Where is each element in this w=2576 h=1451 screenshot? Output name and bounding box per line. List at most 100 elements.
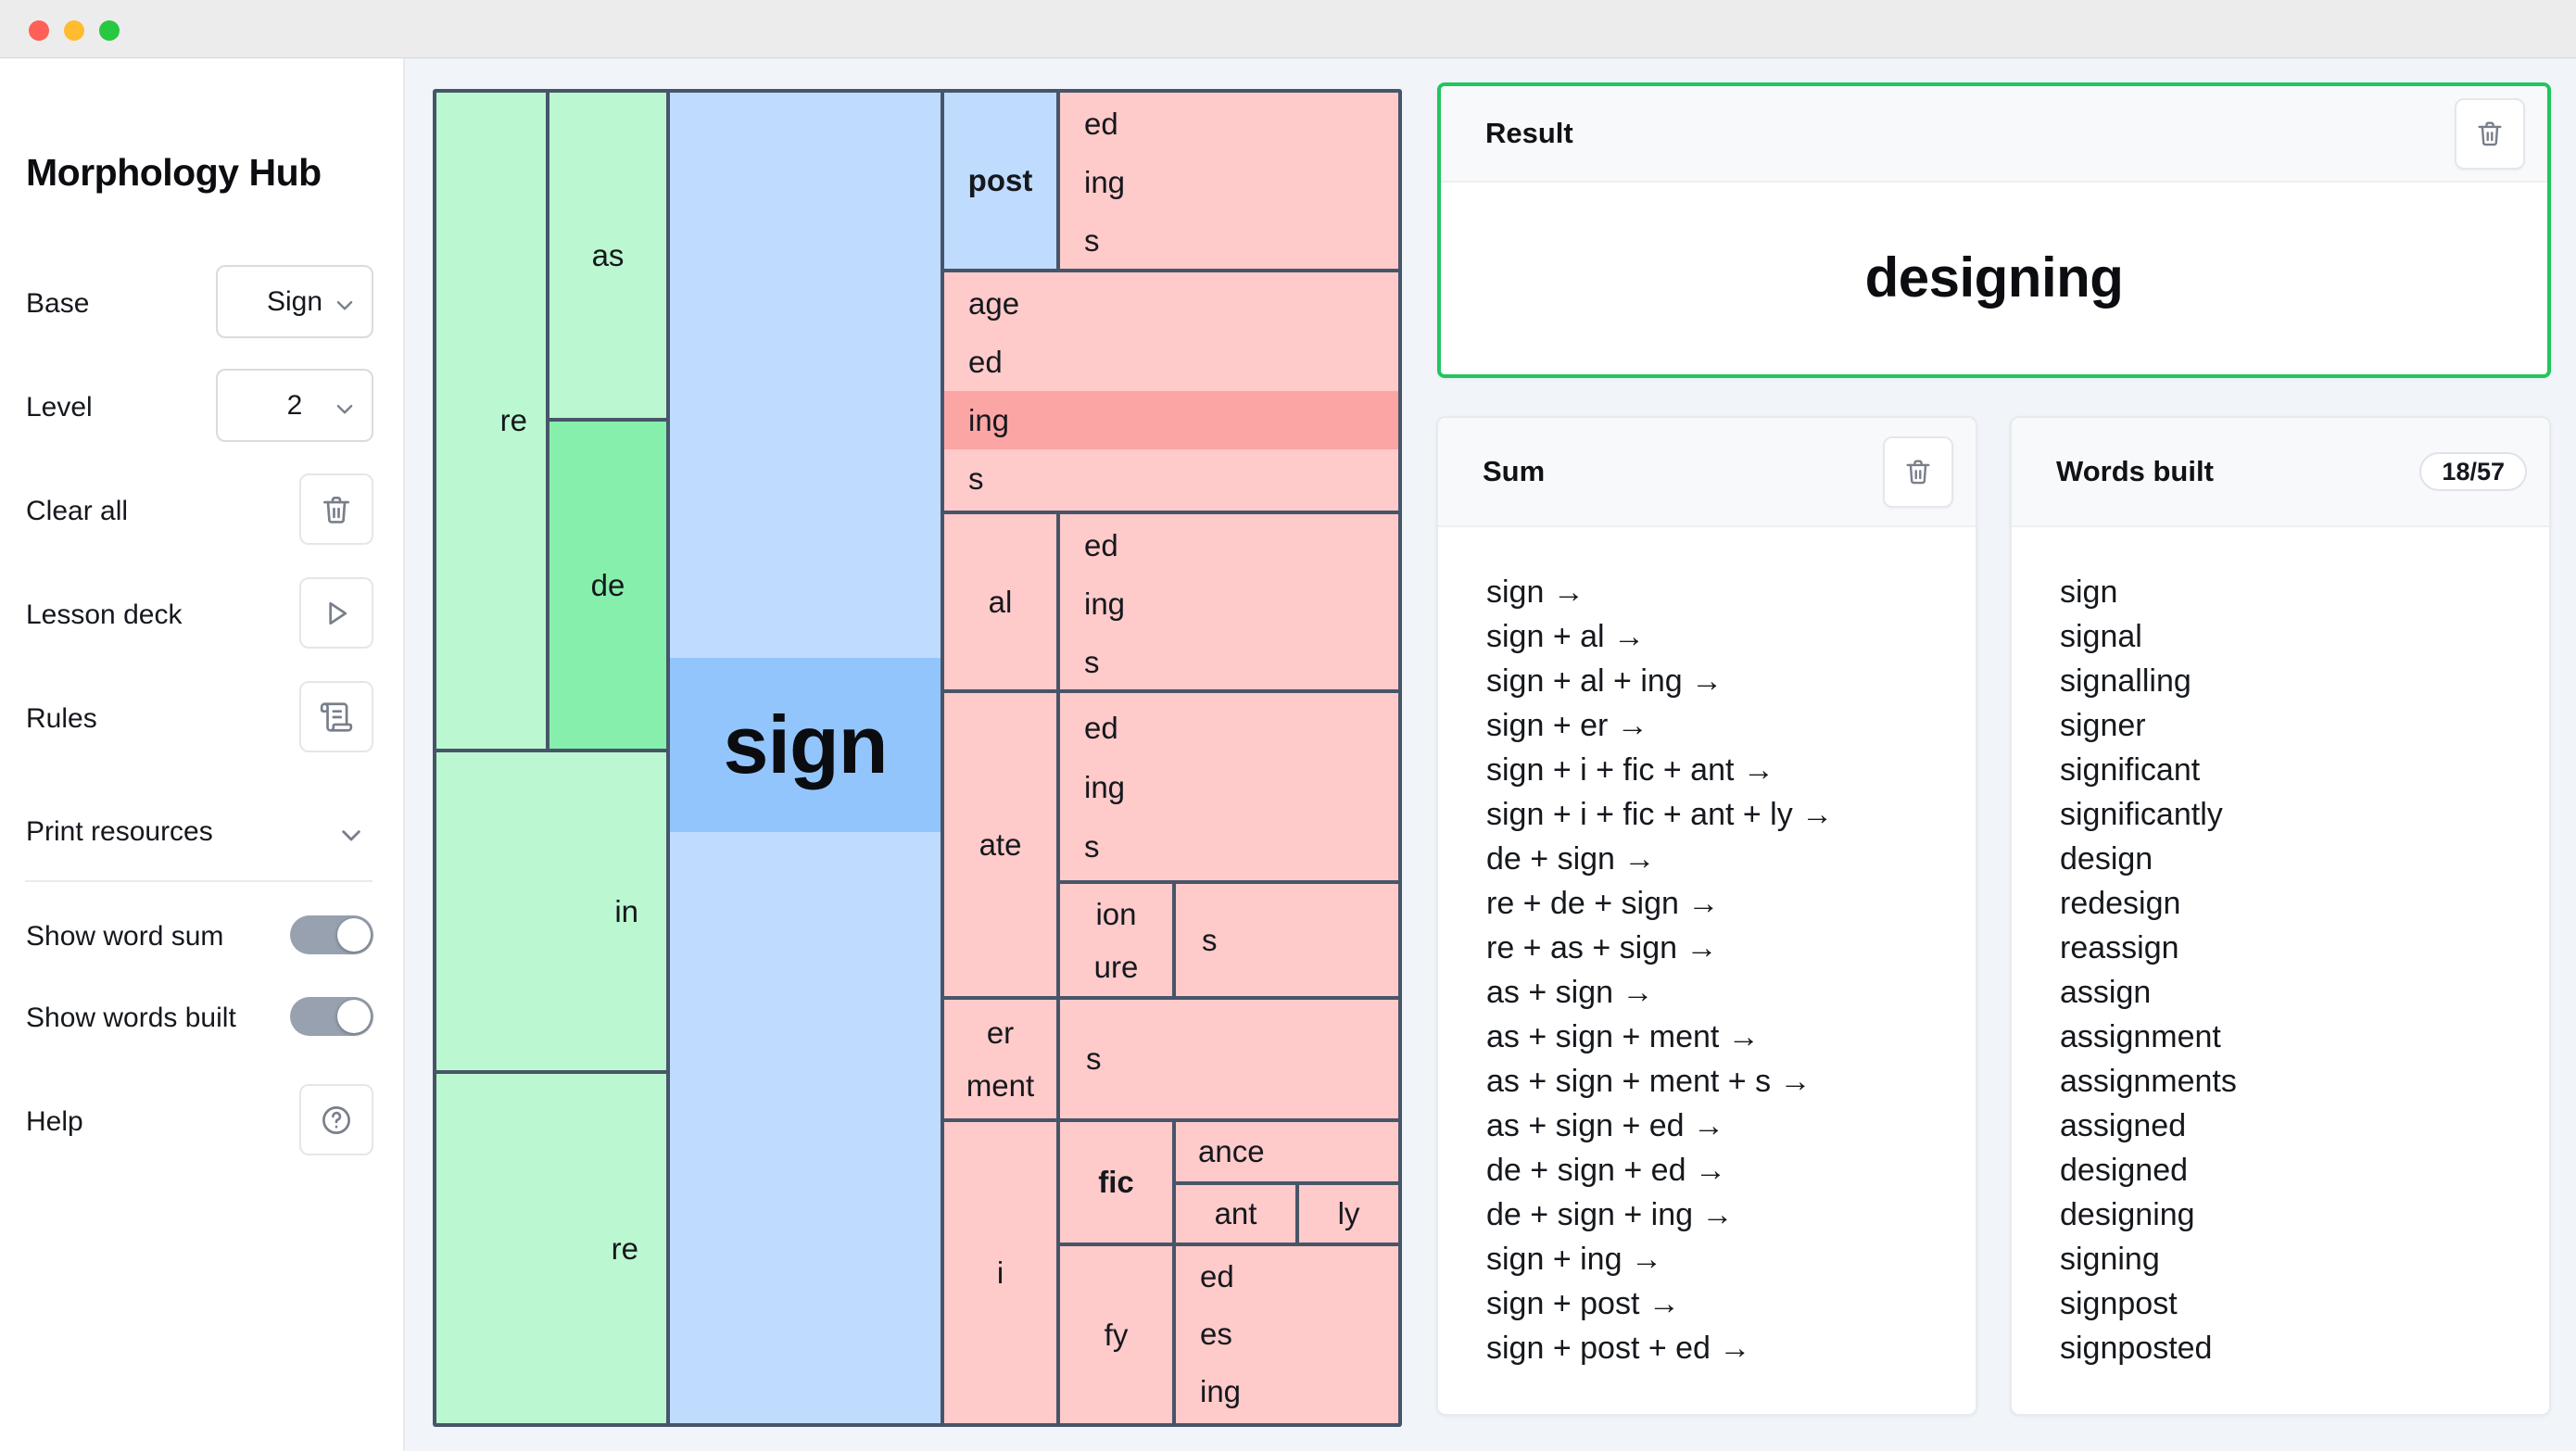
base-select[interactable]: Sign (216, 265, 373, 338)
matrix-cell-suffix-er-ment[interactable]: er ment (944, 1000, 1056, 1118)
matrix-cell-suffix-ance[interactable]: ance (1176, 1122, 1398, 1181)
suffix-option[interactable]: ed (1084, 107, 1118, 141)
suffix-option[interactable]: s (1084, 645, 1100, 679)
word-matrix: re as de in re sign post ed ing s (433, 89, 1402, 1427)
matrix-cell-base-post[interactable]: post (944, 93, 1056, 269)
morpheme-label: re (611, 1230, 638, 1266)
zoom-window-button[interactable] (99, 20, 120, 41)
suffix-option[interactable]: ing (1200, 1374, 1242, 1408)
chevron-down-icon[interactable] (333, 816, 370, 853)
chevron-down-icon (336, 300, 353, 310)
level-label: Level (26, 392, 93, 423)
matrix-cell-fy-suffixes[interactable]: ed es ing (1176, 1246, 1398, 1423)
word-built-row: signer (2060, 708, 2146, 743)
rules-button[interactable] (299, 681, 373, 752)
question-circle-icon (322, 1105, 350, 1134)
suffix-option[interactable]: ing (1084, 165, 1126, 199)
suffix-option[interactable]: s (968, 461, 984, 496)
level-select[interactable]: 2 (216, 369, 373, 442)
word-sum-row: sign + post + ed → (1486, 1331, 1751, 1366)
matrix-cell-suffix-ate[interactable]: ate (944, 693, 1056, 996)
morpheme-label: s (1086, 1041, 1102, 1076)
matrix-cell-post-suffixes[interactable]: ed ing s (1060, 93, 1398, 269)
suffix-option[interactable]: age (968, 286, 1020, 321)
close-window-button[interactable] (29, 20, 49, 41)
sum-panel: Sum sign →sign + al →sign + al + ing →si… (1436, 416, 1977, 1416)
matrix-cell-er-s[interactable]: s (1060, 1000, 1398, 1118)
word-sum-row: sign + er → (1486, 708, 1648, 743)
result-clear-button[interactable] (2455, 97, 2525, 170)
matrix-prefix-columns: re as de in re (436, 93, 666, 1423)
word-sum-row: sign + post → (1486, 1286, 1680, 1321)
matrix-cell-ion-s[interactable]: s (1176, 884, 1398, 996)
suffix-option[interactable]: s (1084, 829, 1100, 864)
matrix-base-column[interactable]: sign (670, 93, 941, 1423)
play-icon (329, 601, 347, 625)
word-built-row: signal (2060, 619, 2142, 654)
matrix-cell-suffix-al[interactable]: al (944, 514, 1056, 689)
matrix-cell-al-suffixes[interactable]: ed ing s (1060, 514, 1398, 689)
word-sum-row: de + sign → (1486, 841, 1656, 877)
show-words-built-toggle[interactable] (290, 997, 373, 1036)
matrix-cell-suffix-ion-ure[interactable]: ion ure (1060, 884, 1172, 996)
morpheme-label: ate (979, 826, 1022, 862)
suffix-option-ing-selected[interactable]: ing (944, 391, 1398, 449)
trash-icon (2478, 121, 2502, 146)
word-sum-row: as + sign → (1486, 975, 1654, 1010)
word-built-row: signing (2060, 1242, 2160, 1277)
word-built-row: signposted (2060, 1331, 2213, 1366)
matrix-cell-suffix-ant[interactable]: ant (1176, 1185, 1295, 1243)
morpheme-label: ly (1337, 1196, 1360, 1230)
word-built-row: signalling (2060, 663, 2191, 699)
suffix-option[interactable]: ing (1084, 770, 1126, 804)
help-button[interactable] (299, 1084, 373, 1155)
word-sum-row: as + sign + ment + s → (1486, 1064, 1812, 1099)
matrix-suffix-columns: post ed ing s age ed ing s al ed ing s (944, 93, 1398, 1423)
matrix-cell-suffix-ly[interactable]: ly (1299, 1185, 1398, 1243)
word-sum-row: de + sign + ing → (1486, 1197, 1734, 1232)
matrix-cell-base-sign-selected[interactable]: sign (670, 658, 941, 832)
chevron-down-icon (336, 404, 353, 414)
matrix-cell-suffix-i[interactable]: i (944, 1122, 1056, 1423)
lesson-deck-button[interactable] (299, 577, 373, 649)
word-sum-row: sign + ing → (1486, 1242, 1662, 1277)
suffix-option[interactable]: ed (1200, 1259, 1234, 1293)
clear-all-button[interactable] (299, 473, 373, 545)
trash-icon (322, 496, 350, 524)
level-select-value: 2 (286, 389, 303, 421)
word-built-row: sign (2060, 574, 2118, 610)
matrix-cell-prefix-re2[interactable]: re (436, 1074, 666, 1423)
word-built-row: significant (2060, 752, 2201, 788)
matrix-cell-prefix-de-selected[interactable]: de (549, 422, 666, 749)
minimize-window-button[interactable] (64, 20, 84, 41)
matrix-cell-prefix-as[interactable]: as (549, 93, 666, 418)
morpheme-label: in (614, 893, 638, 928)
suffix-option[interactable]: ed (968, 345, 1003, 379)
matrix-cell-suffix-fic[interactable]: fic (1060, 1122, 1172, 1243)
clear-all-label: Clear all (26, 496, 129, 526)
morpheme-label: i (996, 1255, 1004, 1290)
suffix-option[interactable]: s (1084, 223, 1100, 258)
suffix-option[interactable]: ed (1084, 528, 1118, 562)
sum-clear-button[interactable] (1883, 435, 1953, 508)
matrix-cell-ate-suffixes[interactable]: ed ing s (1060, 693, 1398, 880)
word-built-row: assign (2060, 975, 2152, 1010)
matrix-cell-prefix-re[interactable]: re (436, 93, 546, 749)
suffix-option[interactable]: ed (1084, 711, 1118, 745)
morpheme-label: re (499, 403, 527, 437)
base-label: Base (26, 288, 90, 319)
matrix-cell-vowel-suffixes[interactable]: age ed ing s (944, 272, 1398, 511)
word-sum-row: sign + al + ing → (1486, 663, 1724, 699)
matrix-cell-suffix-fy[interactable]: fy (1060, 1246, 1172, 1423)
lesson-deck-label: Lesson deck (26, 599, 183, 630)
word-sum-row: sign + i + fic + ant + ly → (1486, 797, 1834, 832)
suffix-option[interactable]: ing (1084, 587, 1126, 621)
show-word-sum-toggle[interactable] (290, 915, 373, 954)
sum-header: Sum (1438, 418, 1976, 527)
matrix-cell-prefix-in[interactable]: in (436, 752, 666, 1070)
word-sum-row: de + sign + ed → (1486, 1153, 1726, 1188)
print-resources-item[interactable]: Print resources (26, 816, 213, 847)
morpheme-label: ion (1095, 896, 1137, 931)
word-built-row: assignments (2060, 1064, 2237, 1099)
suffix-option[interactable]: es (1200, 1317, 1232, 1351)
